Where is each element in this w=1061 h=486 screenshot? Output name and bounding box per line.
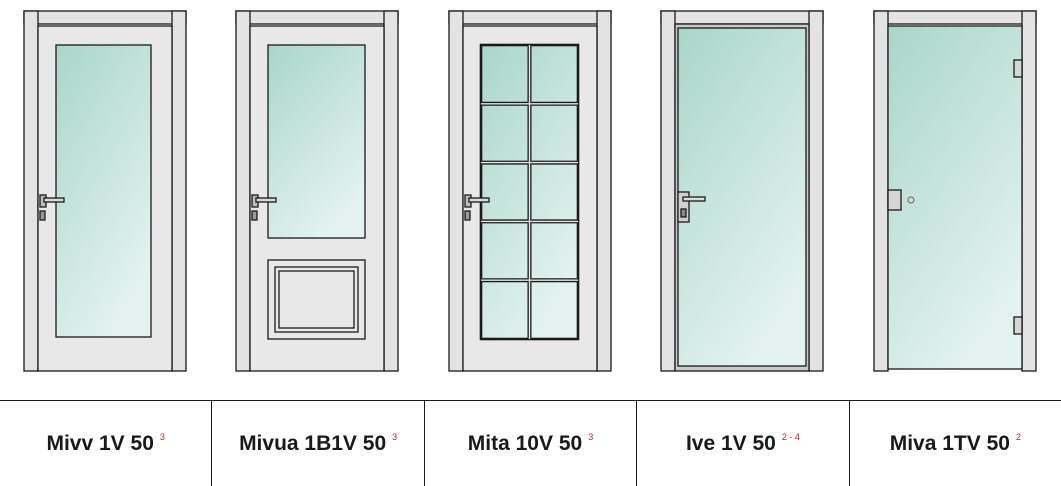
door-label-cell: Ive 1V 50 2 - 4 (636, 401, 848, 486)
glass-muntins-inner (481, 45, 578, 339)
door-mivv-1v-50 (23, 10, 187, 372)
door-label-cell: Miva 1TV 50 2 (848, 401, 1061, 486)
door-note: 3 (588, 431, 594, 442)
door-illustrations (23, 10, 1037, 372)
door-pull-handle (887, 189, 915, 211)
door-handle (464, 194, 490, 221)
door-miva-1tv-50 (873, 10, 1037, 372)
lower-panel (267, 259, 366, 340)
door-note: 2 (1015, 431, 1021, 442)
glass-hinge-top (1013, 59, 1023, 78)
door-label-cell: Mita 10V 50 3 (423, 401, 636, 486)
door-handle (677, 191, 706, 223)
glass-hinge-bottom (1013, 316, 1023, 335)
door-name: Miva 1TV 50 (889, 431, 1010, 455)
door-name: Mita 10V 50 (467, 431, 583, 455)
door-handle (39, 194, 65, 221)
door-name: Mivua 1B1V 50 (239, 431, 387, 455)
door-label-cell: Mivv 1V 50 3 (0, 401, 211, 486)
door-label-cell: Mivua 1B1V 50 3 (211, 401, 423, 486)
door-handle (251, 194, 277, 221)
door-mita-10v-50 (448, 10, 612, 372)
door-mivua-1b1v-50 (235, 10, 399, 372)
door-note: 2 - 4 (781, 431, 800, 442)
door-ive-1v-50 (660, 10, 824, 372)
door-note: 3 (392, 431, 398, 442)
door-name: Mivv 1V 50 (46, 431, 154, 455)
door-name: Ive 1V 50 (685, 431, 776, 455)
door-note: 3 (159, 431, 165, 442)
door-name-row: Mivv 1V 50 3 Mivua 1B1V 50 3 Mita 10V 50… (0, 400, 1061, 486)
